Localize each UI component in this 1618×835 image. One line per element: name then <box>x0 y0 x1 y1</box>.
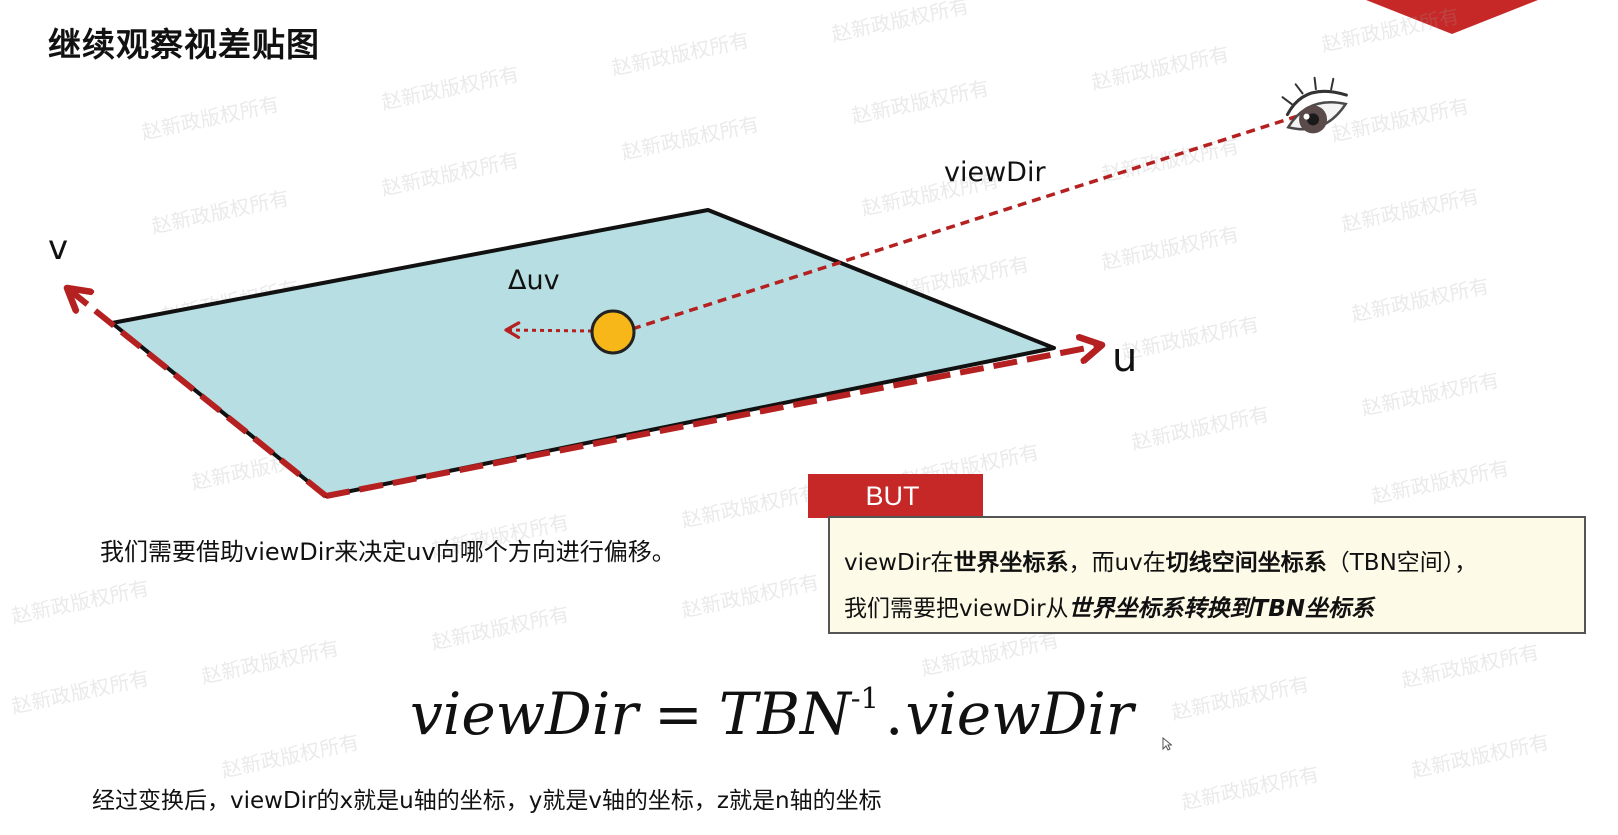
watermark: 赵新政版权所有 <box>219 729 362 783</box>
u-axis-label: u <box>1112 335 1137 381</box>
callout-line-1: viewDir在世界坐标系，而uv在切线空间坐标系（TBN空间）， <box>844 540 1570 586</box>
delta-uv-label: Δuv <box>508 265 560 296</box>
watermark: 赵新政版权所有 <box>429 601 572 655</box>
page-title: 继续观察视差贴图 <box>48 25 320 64</box>
watermark: 赵新政版权所有 <box>199 635 342 689</box>
delta-uv-arrow <box>504 321 593 339</box>
v-axis-label: v <box>48 228 68 268</box>
watermark: 赵新政版权所有 <box>1399 639 1542 693</box>
but-tab: BUT <box>808 474 983 518</box>
v-axis-arrow <box>67 288 328 499</box>
tbn-formula: viewDir=TBN-1.viewDir <box>410 680 1134 770</box>
watermark: 赵新政版权所有 <box>9 665 152 719</box>
offset-explanation: 我们需要借助viewDir来决定uv向哪个方向进行偏移。 <box>100 538 676 566</box>
watermark: 赵新政版权所有 <box>9 575 152 629</box>
callout-text: （TBN空间）， <box>1326 550 1478 576</box>
callout-text: viewDir在 <box>844 550 954 576</box>
uv-plane <box>110 208 1056 498</box>
watermark: 赵新政版权所有 <box>679 569 822 623</box>
callout-line-2: 我们需要把viewDir从世界坐标系转换到TBN坐标系 <box>844 586 1570 632</box>
transform-explanation: 经过变换后，viewDir的x就是u轴的坐标，y就是v轴的坐标，z就是n轴的坐标 <box>92 788 882 814</box>
callout-emphasis-conversion: 世界坐标系转换到TBN坐标系 <box>1068 596 1374 622</box>
callout-text: 我们需要把viewDir从 <box>844 596 1069 622</box>
sample-point <box>590 309 636 355</box>
parallax-diagram: v u Δuv viewDir <box>48 76 1348 499</box>
formula-equals: = <box>654 680 703 748</box>
formula-matrix: TBN <box>718 680 851 748</box>
view-dir-label: viewDir <box>944 157 1046 188</box>
corner-decoration <box>1366 0 1538 34</box>
formula-rhs: viewDir <box>905 680 1134 748</box>
callout-emphasis-world: 世界坐标系 <box>953 550 1069 576</box>
formula-dot: . <box>885 680 904 748</box>
mouse-cursor-icon <box>1162 737 1172 751</box>
watermark: 赵新政版权所有 <box>1409 729 1552 783</box>
view-dir-ray <box>631 114 1299 331</box>
u-axis-arrow <box>325 345 1102 499</box>
formula-inverse-exponent: -1 <box>850 680 879 715</box>
formula-lhs: viewDir <box>410 680 639 748</box>
watermark: 赵新政版权所有 <box>1169 671 1312 725</box>
but-callout-box: viewDir在世界坐标系，而uv在切线空间坐标系（TBN空间）， 我们需要把v… <box>828 516 1586 634</box>
callout-emphasis-tangent: 切线空间坐标系 <box>1165 550 1327 576</box>
callout-text: ，而uv在 <box>1068 550 1166 576</box>
watermark: 赵新政版权所有 <box>1179 761 1322 815</box>
eye-icon <box>1281 76 1348 134</box>
